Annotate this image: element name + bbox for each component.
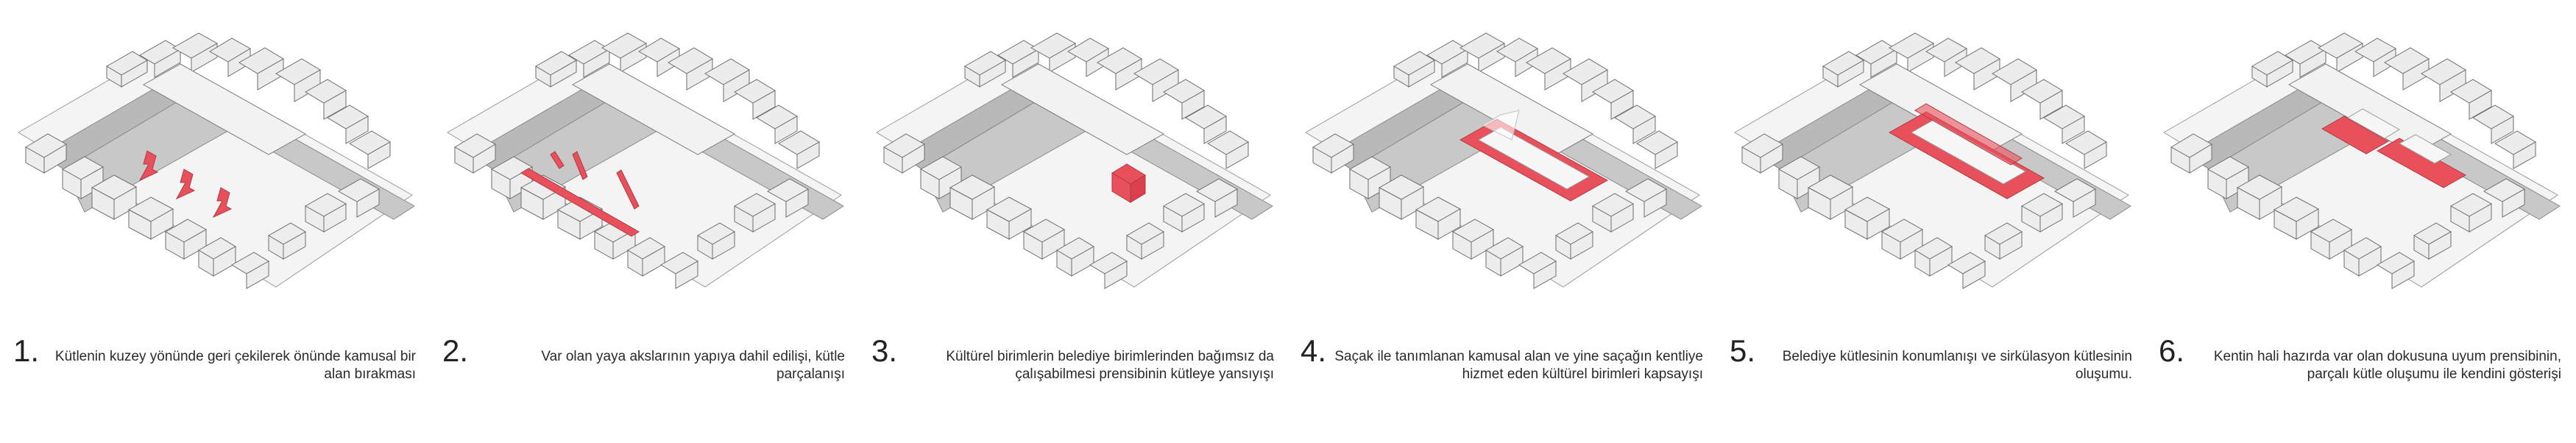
step-panel: 1. Kütlenin kuzey yönünde geri çekilerek… [0,0,429,443]
step-description: Kültürel birimlerin belediye birimlerind… [946,349,1274,382]
step-number: 3. [871,333,898,368]
step-panel: 4. Saçak ile tanımlanan kamusal alan ve … [1287,0,1716,443]
step-number: 4. [1301,333,1327,368]
step-panel: 5. Belediye kütlesinin konumlanışı ve si… [1716,0,2145,443]
overlay-shape [1910,119,2027,185]
overlay-shape [175,169,196,200]
step-panel: 3. Kültürel birimlerin belediye birimler… [858,0,1287,443]
step-caption: 6. Kentin hali hazırda var olan dokusuna… [2145,335,2575,438]
site-model-diagram [447,32,844,289]
overlay-shape [572,151,588,180]
site-model-diagram [1305,32,1702,289]
overlay-shape [1914,103,2023,166]
overlay-shape [616,169,640,210]
site-model-diagram [2163,32,2561,289]
step-description: Var olan yaya akslarının yapıya dahil ed… [541,349,845,382]
overlay-shape [212,187,233,219]
step-caption: 4. Saçak ile tanımlanan kamusal alan ve … [1287,335,1716,438]
overlay-shape [550,151,565,169]
site-model-diagram [876,32,1273,289]
step-number: 5. [1730,333,1756,368]
intervention-overlay [138,150,233,219]
overlay-shape [1477,127,1590,190]
intervention-overlay [1888,103,2045,199]
intervention-overlay [2321,108,2467,188]
step-caption: 1. Kütlenin kuzey yönünde geri çekilerek… [0,335,429,438]
step-number: 2. [442,333,469,368]
step-caption: 3. Kültürel birimlerin belediye birimler… [858,335,1287,438]
overlay-shape [520,168,640,237]
overlay-shape [2321,116,2390,155]
step-number: 6. [2159,333,2185,368]
step-caption: 2. Var olan yaya akslarının yapıya dahil… [429,335,858,438]
step-panel: 2. Var olan yaya akslarının yapıya dahil… [429,0,858,443]
step-description: Saçak ile tanımlanan kamusal alan ve yin… [1334,349,1703,382]
step-description: Belediye kütlesinin konumlanışı ve sirkü… [1782,349,2132,382]
intervention-overlay [1459,110,1609,202]
site-model-diagram [1734,32,2131,289]
overlay-shape [1481,110,1520,141]
step-panel: 6. Kentin hali hazırda var olan dokusuna… [2145,0,2575,443]
intervention-overlay [1111,163,1146,203]
overlay-shape [2398,134,2452,164]
step-number: 1. [13,333,40,368]
overlay-shape [138,150,159,182]
step-caption: 5. Belediye kütlesinin konumlanışı ve si… [1716,335,2145,438]
overlay-shape [2347,108,2400,139]
overlay-shape [1130,174,1146,203]
step-description: Kütlenin kuzey yönünde geri çekilerek ön… [54,349,416,382]
site-model-diagram [18,32,415,289]
step-description: Kentin hali hazırda var olan dokusuna uy… [2213,349,2561,382]
overlay-shape [2376,138,2467,188]
intervention-overlay [520,151,640,237]
